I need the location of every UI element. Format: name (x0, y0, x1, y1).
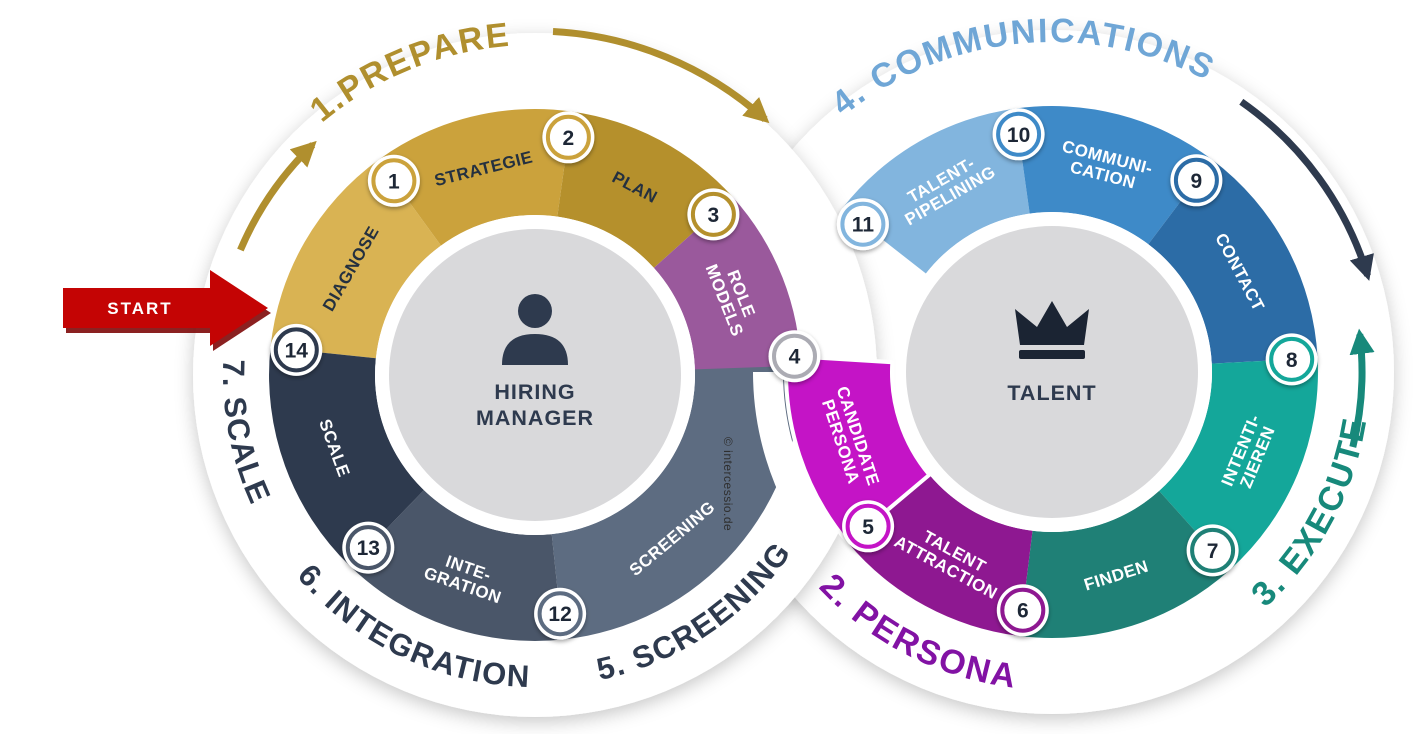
left-step-badge-3: 3 (687, 188, 740, 241)
persona-overlay: CANDIDATEPERSONA (753, 353, 933, 546)
flow-arrow-execute (1349, 328, 1375, 448)
step-number: 11 (852, 214, 875, 237)
right-segment-talent--pipelining (842, 108, 1030, 274)
step-number: 3 (708, 204, 720, 227)
right-segment-finden (1019, 490, 1230, 638)
step-number: 2 (563, 127, 575, 150)
flow-arrow-communications (1239, 98, 1374, 281)
right-step-badge-8: 8 (1265, 333, 1318, 386)
right-step-badge-5: 5 (842, 500, 895, 553)
start-label: START (107, 299, 172, 318)
step-number: 10 (1007, 124, 1030, 147)
right-step-badge-11: 11 (836, 198, 889, 251)
step-number: 7 (1207, 540, 1219, 563)
left-step-badge-1: 1 (367, 154, 420, 207)
step-number: 8 (1286, 349, 1298, 372)
left-segment-inte--gration (350, 490, 563, 641)
left-segment-diagnose (270, 159, 441, 359)
copyright-note: © intercessio.de (721, 437, 735, 531)
left-step-badge-13: 13 (342, 521, 395, 574)
step-number: 5 (862, 516, 874, 539)
right-step-badge-4: 4 (768, 330, 821, 383)
crown-icon (1015, 301, 1089, 359)
hiring-manager-label-2: MANAGER (476, 406, 594, 430)
right-segment-communi--cation (1015, 106, 1213, 245)
right-center-disc (906, 226, 1198, 518)
white-gap-band (753, 371, 830, 540)
right-step-badge-9: 9 (1170, 154, 1223, 207)
right-step-badge-6: 6 (996, 584, 1049, 637)
right-segment-contact (1148, 159, 1318, 364)
left-segment-plan (557, 111, 733, 268)
left-segment-role-models (653, 197, 801, 373)
person-icon (502, 294, 568, 365)
hiring-manager-label: HIRING (494, 380, 575, 404)
flow-arrow-start-to-prepare (237, 140, 317, 252)
right-step-badge-7: 7 (1186, 524, 1239, 577)
left-segment-scale (269, 347, 424, 567)
step-number: 1 (388, 170, 400, 193)
left-step-badge-12: 12 (534, 587, 587, 640)
step-number: 12 (548, 603, 571, 626)
left-center-disc (389, 229, 681, 521)
left-step-badge-14: 14 (270, 323, 323, 376)
right-segment-talent-attraction (848, 474, 1033, 636)
flow-arrow-prepare (552, 28, 770, 124)
step-number: 9 (1191, 170, 1203, 193)
step-number: 4 (789, 346, 801, 369)
left-segment-screening (551, 365, 801, 640)
step-number: 14 (285, 339, 309, 362)
step-number: 6 (1017, 600, 1029, 623)
talent-label: TALENT (1007, 381, 1096, 405)
step-number: 13 (357, 537, 380, 560)
right-step-badge-10: 10 (992, 108, 1045, 161)
left-segment-strategie (378, 109, 572, 246)
start-arrow: START (63, 270, 271, 351)
left-step-badge-2: 2 (542, 111, 595, 164)
right-segment-intenti--zieren (1159, 358, 1318, 570)
